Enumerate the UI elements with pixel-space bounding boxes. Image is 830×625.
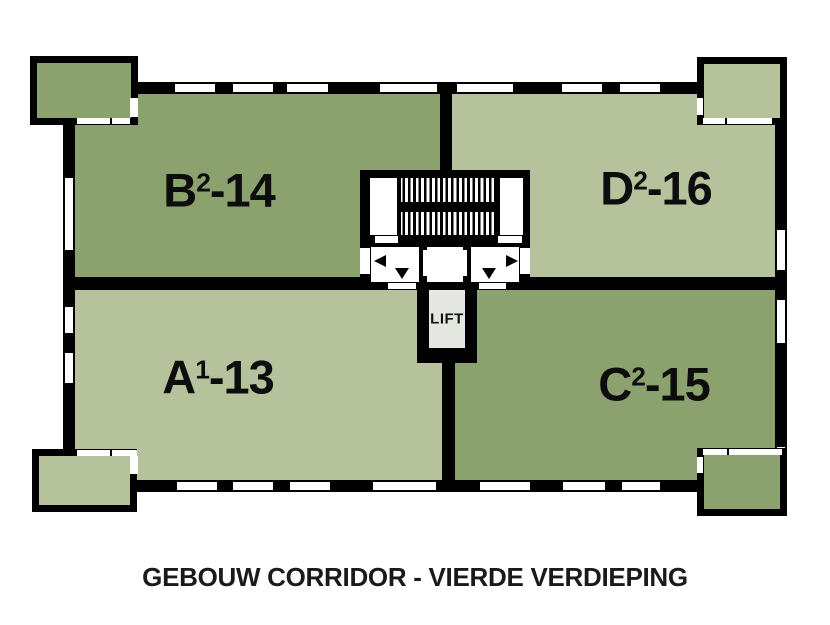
lobby-door-slot-right bbox=[479, 283, 506, 289]
window bbox=[480, 482, 530, 490]
window bbox=[175, 84, 215, 92]
lobby-door-slot-left bbox=[388, 283, 416, 289]
core-door-slot-west bbox=[360, 248, 370, 274]
elevator-shaft-middle bbox=[427, 247, 463, 282]
balcony-door-slot bbox=[130, 456, 138, 474]
balcony-door-slot bbox=[697, 457, 703, 473]
elevator-down-arrow-right-icon bbox=[482, 268, 496, 279]
balcony-door-slot bbox=[697, 98, 703, 115]
window bbox=[177, 482, 217, 490]
window bbox=[65, 178, 73, 250]
stair-landing-bar bbox=[397, 202, 500, 212]
balcony-door-slot bbox=[112, 118, 130, 124]
stair-stringer-right bbox=[496, 178, 500, 235]
balcony-door-slot bbox=[703, 118, 725, 124]
room-letter: B bbox=[163, 163, 197, 217]
balcony-door-slot bbox=[729, 449, 782, 455]
window bbox=[620, 84, 660, 92]
stair-door-slot-left bbox=[375, 236, 398, 243]
floor-caption: GEBOUW CORRIDOR - VIERDE VERDIEPING bbox=[142, 562, 688, 592]
window bbox=[373, 482, 436, 490]
room-label-a: A1-13 bbox=[162, 350, 275, 405]
room-number: -16 bbox=[646, 161, 713, 215]
elevator-right-arrow-icon bbox=[506, 255, 518, 267]
room-label-c: C2-15 bbox=[598, 357, 711, 412]
stair-door-slot-right bbox=[498, 236, 522, 243]
room-area-c bbox=[447, 283, 775, 480]
window bbox=[622, 482, 660, 490]
window bbox=[290, 482, 330, 490]
balcony-door-slot bbox=[77, 450, 110, 456]
lift-shaft-interior bbox=[429, 290, 465, 348]
window bbox=[457, 84, 513, 92]
room-number: -14 bbox=[209, 163, 276, 217]
elevator-down-arrow-left-icon bbox=[395, 268, 409, 279]
balcony-bottom-right bbox=[697, 448, 787, 516]
core-door-slot-east bbox=[520, 248, 530, 274]
stair-treads-lower bbox=[397, 212, 500, 235]
window bbox=[563, 482, 605, 490]
window bbox=[380, 84, 437, 92]
window bbox=[777, 300, 785, 343]
divider-wall-horizontal-left bbox=[63, 277, 363, 290]
room-number: -15 bbox=[644, 357, 711, 411]
room-number: -13 bbox=[208, 350, 275, 404]
balcony-bottom-left bbox=[32, 449, 137, 512]
balcony-top-right bbox=[697, 57, 787, 125]
window bbox=[233, 84, 273, 92]
balcony-door-slot bbox=[77, 118, 110, 124]
room-letter: A bbox=[162, 350, 196, 404]
room-label-d: D2-16 bbox=[600, 161, 713, 216]
stair-treads-upper bbox=[397, 178, 500, 202]
divider-wall-a-c bbox=[442, 355, 455, 492]
divider-wall-horizontal-right bbox=[527, 277, 787, 290]
balcony-door-slot bbox=[112, 450, 137, 456]
window bbox=[287, 84, 328, 92]
window bbox=[777, 230, 785, 270]
elevator-door-slit-left bbox=[423, 250, 427, 276]
balcony-door-slot bbox=[130, 98, 138, 117]
room-superscript: 2 bbox=[196, 167, 211, 198]
window bbox=[65, 307, 73, 333]
stair-stringer-left bbox=[397, 178, 401, 235]
room-superscript: 1 bbox=[195, 354, 210, 385]
balcony-door-slot bbox=[727, 118, 772, 124]
window bbox=[65, 353, 73, 383]
elevator-left-arrow-icon bbox=[374, 255, 386, 267]
window bbox=[233, 482, 273, 490]
room-letter: D bbox=[600, 161, 634, 215]
elevator-door-slit-right bbox=[463, 250, 467, 276]
room-label-b: B2-14 bbox=[163, 163, 276, 218]
divider-wall-b-d bbox=[440, 82, 452, 174]
window bbox=[562, 84, 602, 92]
lift-label: LIFT bbox=[430, 310, 464, 328]
balcony-door-slot bbox=[703, 449, 727, 455]
balcony-top-left bbox=[30, 56, 138, 125]
room-superscript: 2 bbox=[631, 361, 646, 392]
room-superscript: 2 bbox=[633, 165, 648, 196]
room-area-a bbox=[75, 283, 447, 480]
room-letter: C bbox=[598, 357, 632, 411]
